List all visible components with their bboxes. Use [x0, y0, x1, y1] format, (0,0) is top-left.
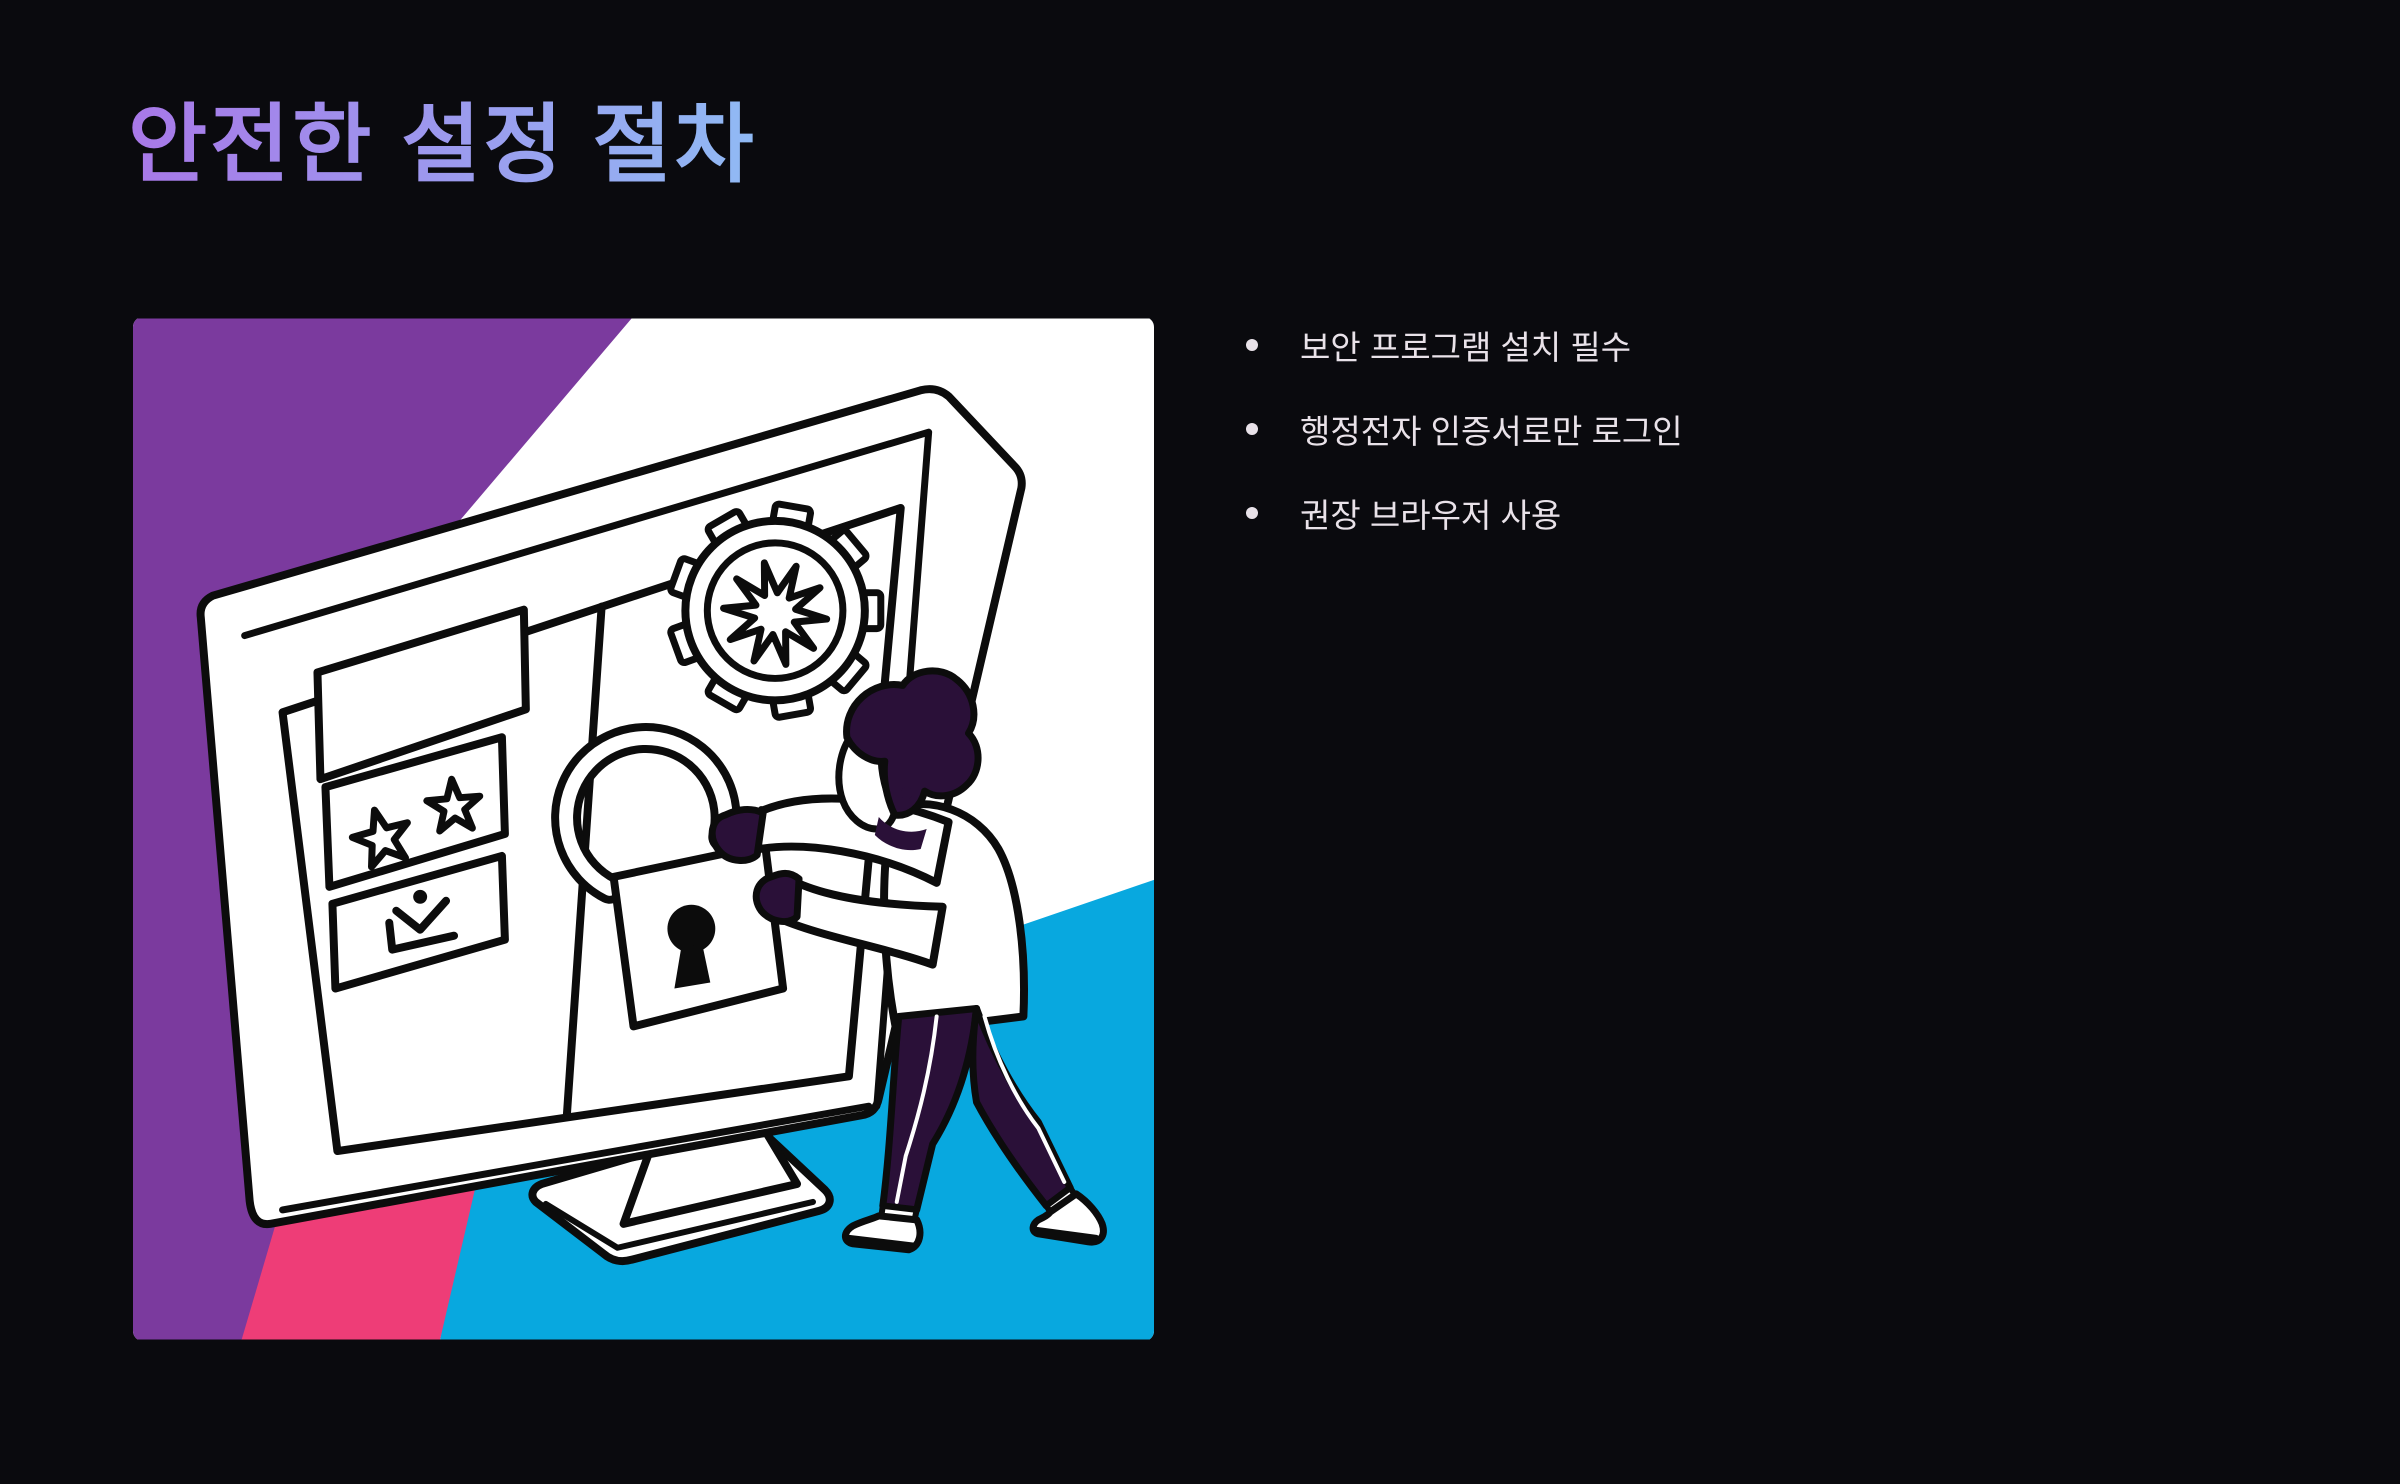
- illustration-canvas: [133, 318, 1154, 1340]
- download-icon: [385, 889, 459, 954]
- monitor-stand: [528, 1120, 834, 1266]
- hair: [843, 667, 982, 819]
- bullet-icon: [1246, 507, 1258, 519]
- keyhole: [667, 904, 716, 989]
- shoe-front: [841, 1212, 924, 1254]
- gear-icon: [667, 500, 885, 721]
- list-item: 권장 브라우저 사용: [1246, 471, 1683, 555]
- download-field: [328, 851, 509, 993]
- list-item: 행정전자 인증서로만 로그인: [1246, 387, 1683, 471]
- collar: [874, 817, 927, 851]
- star-icon: [720, 559, 831, 668]
- security-setup-illustration: [133, 317, 1154, 1341]
- bullet-label: 보안 프로그램 설치 필수: [1300, 329, 1632, 366]
- bullet-list: 보안 프로그램 설치 필수 행정전자 인증서로만 로그인 권장 브라우저 사용: [1246, 303, 1683, 555]
- padlock-icon: [551, 723, 788, 1031]
- star-icon: [348, 806, 411, 871]
- bullet-icon: [1246, 339, 1258, 351]
- list-item: 보안 프로그램 설치 필수: [1246, 303, 1683, 387]
- hand: [752, 869, 803, 925]
- ear: [900, 787, 913, 800]
- monitor: [196, 385, 1026, 1229]
- page-title: 안전한 설정 절차: [128, 97, 757, 193]
- shoe-back: [1029, 1190, 1107, 1246]
- bullet-label: 권장 브라우저 사용: [1300, 497, 1562, 534]
- star-icon: [423, 775, 484, 835]
- panel-blank-field: [313, 605, 530, 784]
- hand: [708, 805, 767, 864]
- rating-stars-field: [321, 733, 509, 891]
- bullet-icon: [1246, 423, 1258, 435]
- person: [708, 667, 1107, 1254]
- bullet-label: 행정전자 인증서로만 로그인: [1300, 413, 1683, 450]
